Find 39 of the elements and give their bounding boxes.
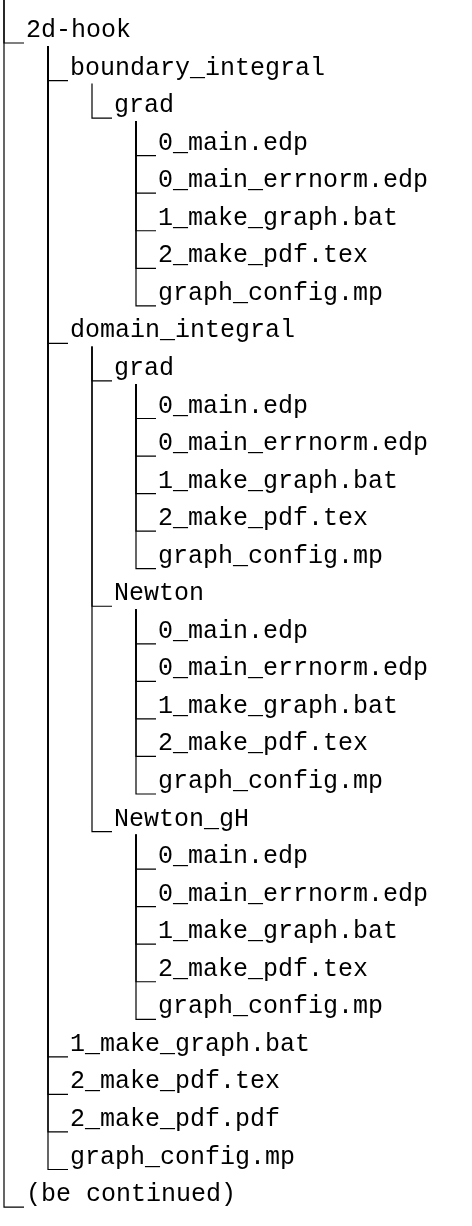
file-name: 1_make_graph.bat: [158, 203, 399, 234]
folder-name: Newton: [114, 579, 204, 610]
file-name: 2_make_pdf.tex: [158, 954, 369, 985]
file-name: graph_config.mp: [158, 278, 384, 309]
folder-name: domain_integral: [70, 316, 296, 347]
folder-name: 2d-hook: [26, 16, 132, 46]
file-name: 1_make_graph.bat: [158, 917, 399, 948]
tree-connector: [135, 833, 157, 1020]
tree-connector: [135, 120, 157, 307]
file-name: 2_make_pdf.tex: [158, 729, 369, 760]
file-name: 1_make_graph.bat: [158, 691, 399, 722]
folder-name: Newton_gH: [114, 804, 250, 835]
folder-name: boundary_integral: [70, 53, 326, 84]
tree-connector: [91, 82, 113, 119]
tree-connector: [135, 608, 157, 795]
tree-connector: [135, 383, 157, 570]
file-name: 0_main.edp: [158, 391, 309, 422]
tree-connector: [3, 0, 25, 1208]
file-name: graph_config.mp: [158, 541, 384, 572]
file-name: 2_make_pdf.tex: [158, 504, 369, 535]
file-name: 0_main.edp: [158, 128, 309, 159]
file-name: 2_make_pdf.pdf: [70, 1104, 281, 1135]
file-name: graph_config.mp: [70, 1142, 296, 1173]
file-name: 0_main.edp: [158, 842, 309, 873]
file-name: 0_main_errnorm.edp: [158, 654, 429, 685]
file-name: (be continued): [26, 1180, 237, 1211]
file-name: 2_make_pdf.tex: [70, 1067, 281, 1098]
file-name: 0_main_errnorm.edp: [158, 429, 429, 460]
file-name: graph_config.mp: [158, 767, 384, 797]
file-name: 0_main_errnorm.edp: [158, 166, 429, 197]
file-name: 0_main.edp: [158, 616, 309, 647]
file-name: graph_config.mp: [158, 992, 384, 1023]
tree-connector: [91, 345, 113, 833]
folder-name: grad: [114, 353, 174, 384]
file-name: 0_main_errnorm.edp: [158, 879, 429, 910]
file-name: 2_make_pdf.tex: [158, 241, 369, 272]
folder-name: grad: [114, 91, 174, 122]
file-name: 1_make_graph.bat: [70, 1029, 311, 1060]
file-name: 1_make_graph.bat: [158, 466, 399, 497]
